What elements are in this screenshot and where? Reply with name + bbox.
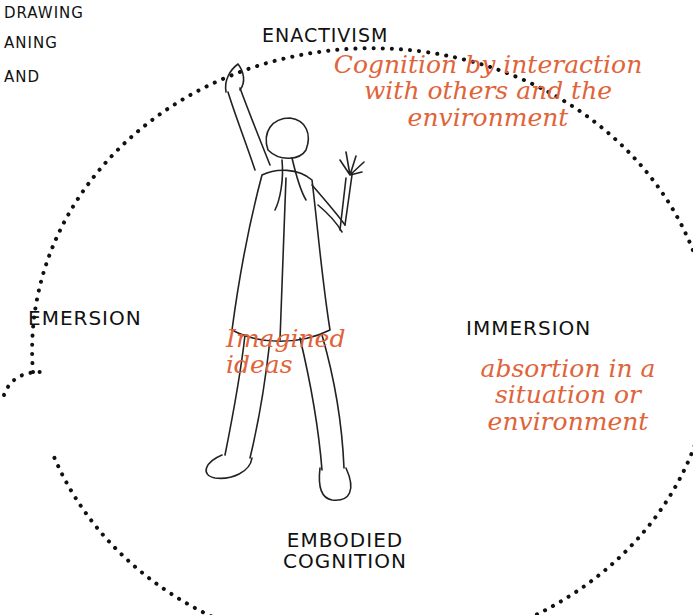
concept-label: ENACTIVISM bbox=[262, 26, 422, 46]
dotted-cycle bbox=[4, 48, 693, 615]
dancer-figure bbox=[206, 64, 364, 500]
cut-off-note: AND bbox=[4, 70, 144, 86]
concept-definition: Cognition by interaction with others and… bbox=[318, 52, 658, 131]
concept-definition: Imagined ideas bbox=[226, 326, 336, 379]
cut-off-note: DRAWING bbox=[4, 6, 144, 22]
concept-label: EMERSION bbox=[28, 308, 218, 329]
cut-off-note: ANING bbox=[4, 36, 144, 52]
concept-label: EMBODIED COGNITION bbox=[250, 530, 440, 572]
concept-definition: absortion in a situation or environment bbox=[450, 356, 686, 435]
concept-label: IMMERSION bbox=[466, 318, 666, 339]
